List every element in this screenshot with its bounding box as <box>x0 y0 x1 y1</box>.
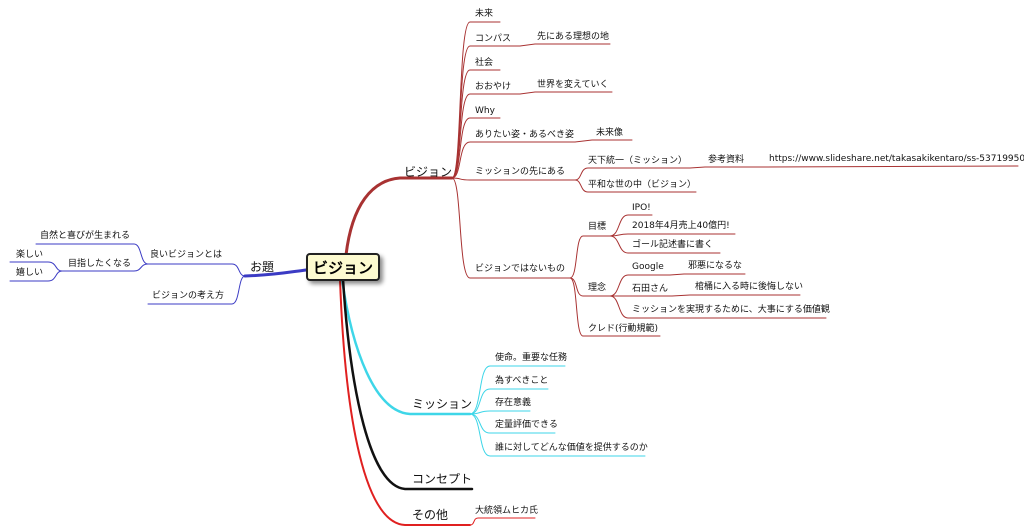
subtopic-sonzai[interactable]: 存在意義 <box>495 398 532 408</box>
subtopic-goal[interactable]: ゴール記述書に書く <box>632 240 714 250</box>
subtopic-ishida[interactable]: 石田さん <box>632 284 669 294</box>
link-mission-child-1 <box>469 388 549 415</box>
subtopic-mirai[interactable]: 未来 <box>475 9 494 19</box>
subtopic-ooyake[interactable]: おおやけ <box>475 82 512 92</box>
link-goal <box>609 235 721 254</box>
subtopic-rinen[interactable]: 理念 <box>588 283 607 293</box>
subtopic-jaaku[interactable]: 邪悪になるな <box>688 261 743 271</box>
link-other <box>339 278 471 526</box>
subtopic-compass[interactable]: コンパス <box>475 34 512 44</box>
link-arubeki-detail <box>574 139 633 143</box>
topic-vision[interactable]: ビジョン <box>404 165 453 179</box>
link-rinen <box>569 277 611 297</box>
subtopic-ipo[interactable]: IPO! <box>632 203 651 213</box>
subtopic-tanoshii[interactable]: 楽しい <box>16 250 44 260</box>
link-sankou <box>689 166 766 169</box>
subtopic-arubeki-detail[interactable]: 未来像 <box>596 128 624 138</box>
link-kangaekata <box>147 275 246 305</box>
link-mission-child-2 <box>469 410 531 415</box>
link-mokuhyou <box>569 235 611 279</box>
reference-url-link[interactable]: https://www.slideshare.net/takasakikenta… <box>769 154 1024 164</box>
subtopic-kanoke[interactable]: 棺桶に入る時に後悔しない <box>695 282 804 292</box>
link-vision-child-4 <box>451 117 501 179</box>
subtopic-sankou[interactable]: 参考資料 <box>708 155 745 165</box>
link-uriage <box>609 233 736 237</box>
link-compass-detail <box>519 43 611 47</box>
link-yoi <box>147 263 246 277</box>
link-kanoke <box>671 294 801 297</box>
subtopic-uriage[interactable]: 2018年4月売上40億円! <box>632 221 730 231</box>
link-daitouryou <box>469 517 536 526</box>
link-ureshii <box>9 270 63 282</box>
subtopic-tenka[interactable]: 天下統一（ミッション） <box>588 156 688 166</box>
link-odai <box>243 268 308 278</box>
subtopic-arubeki[interactable]: ありたい姿・あるべき姿 <box>475 130 575 140</box>
subtopic-kangaekata[interactable]: ビジョンの考え方 <box>152 291 225 301</box>
subtopic-shakai[interactable]: 社会 <box>475 58 494 68</box>
topic-mission[interactable]: ミッション <box>412 397 473 411</box>
link-vision <box>344 176 454 257</box>
link-concept <box>341 277 474 491</box>
subtopic-ureshii[interactable]: 嬉しい <box>16 268 44 278</box>
link-jaaku <box>669 273 746 276</box>
subtopic-yoi-vision[interactable]: 良いビジョンとは <box>150 250 223 260</box>
central-topic[interactable]: ビジョン <box>306 253 380 281</box>
link-ooyake-detail <box>519 91 613 95</box>
link-tanoshii <box>9 261 63 272</box>
link-vision-child-6 <box>451 177 576 181</box>
subtopic-dare[interactable]: 誰に対してどんな価値を提供するのか <box>495 443 648 453</box>
subtopic-mezashi[interactable]: 目指したくなる <box>68 259 132 269</box>
subtopic-nasu[interactable]: 為すべきこと <box>495 376 549 386</box>
topic-other[interactable]: その他 <box>412 508 449 522</box>
subtopic-google[interactable]: Google <box>632 262 664 272</box>
topic-concept[interactable]: コンセプト <box>412 472 473 486</box>
link-mezashi <box>61 263 149 272</box>
subtopic-teiryou[interactable]: 定量評価できる <box>495 420 558 430</box>
subtopic-heiwa[interactable]: 平和な世の中（ビジョン） <box>588 180 697 190</box>
subtopic-shizen[interactable]: 自然と喜びが生まれる <box>40 231 131 241</box>
link-url <box>764 165 1019 168</box>
subtopic-daitouryou[interactable]: 大統領ムヒカ氏 <box>475 506 539 516</box>
link-jitsugen <box>609 295 827 319</box>
subtopic-credo[interactable]: クレド(行動規範) <box>588 324 659 334</box>
link-credo <box>569 277 661 337</box>
link-mission <box>340 277 472 416</box>
link-vision-child-2 <box>451 69 501 179</box>
link-heiwa <box>574 179 697 193</box>
subtopic-not-vision[interactable]: ビジョンではないもの <box>475 264 566 274</box>
subtopic-shimei[interactable]: 使命。重要な任務 <box>495 353 568 363</box>
topic-odai[interactable]: お題 <box>250 260 275 274</box>
link-mission-child-4 <box>469 413 646 457</box>
link-vision-child-3 <box>451 93 521 179</box>
link-mission-child-0 <box>469 365 566 415</box>
subtopic-jitsugen[interactable]: ミッションを実現するために、大事にする価値観 <box>632 305 830 315</box>
subtopic-mokuhyou[interactable]: 目標 <box>588 222 607 232</box>
link-ipo <box>609 214 653 237</box>
subtopic-ooyake-detail[interactable]: 世界を変えていく <box>537 80 609 90</box>
link-shizen <box>35 243 149 265</box>
subtopic-compass-detail[interactable]: 先にある理想の地 <box>537 32 610 42</box>
subtopic-why[interactable]: Why <box>475 106 495 116</box>
link-google <box>609 274 671 297</box>
link-vision-child-5 <box>451 141 576 179</box>
link-vision-child-7 <box>451 177 571 279</box>
link-tenka <box>574 167 691 181</box>
subtopic-mission-saki[interactable]: ミッションの先にある <box>475 167 566 177</box>
